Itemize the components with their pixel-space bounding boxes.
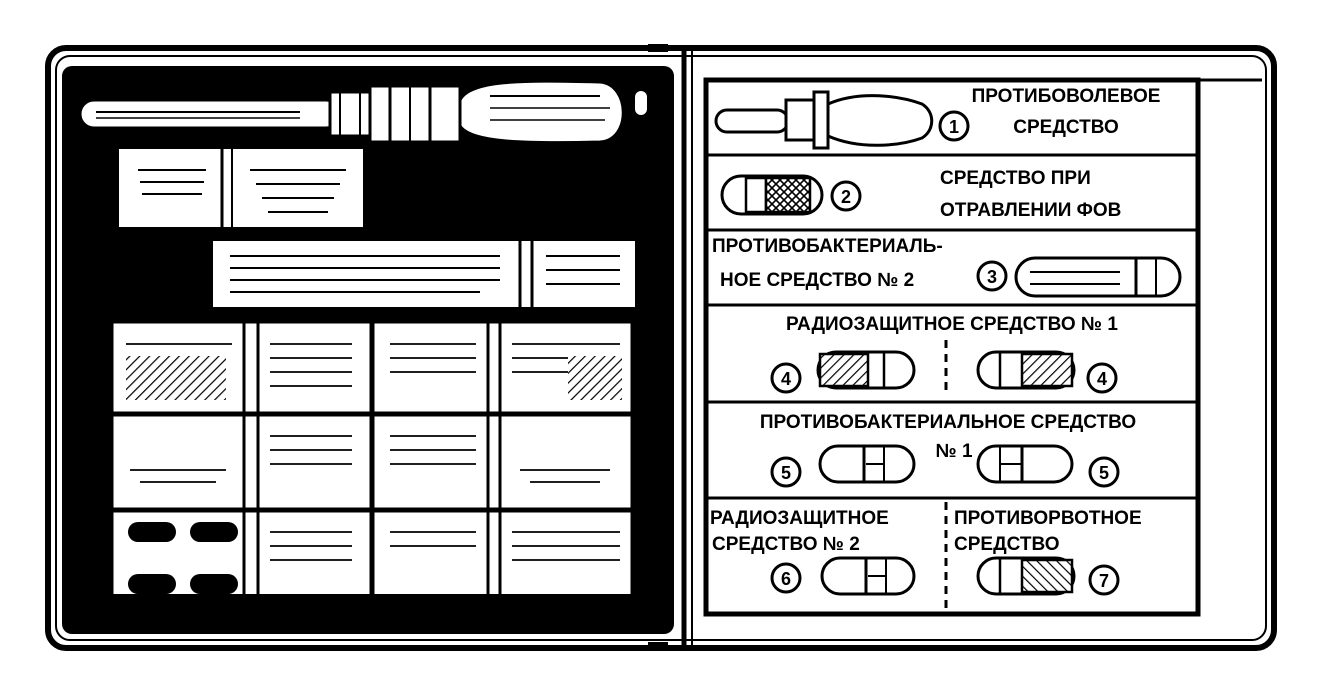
case-outline [45,44,1277,651]
legend-item-7: ПРОТИВОРВОТНОЕ СРЕДСТВО 7 [954,508,1142,596]
item-label: ПРОТИВОРВОТНОЕ [954,508,1142,529]
legend-item-1: 1 ПРОТИБОВОЛЕВОЕ СРЕДСТВО [714,86,1161,150]
number-badge [830,180,862,212]
legend-item-5: ПРОТИВОБАКТЕРИАЛЬНОЕ СРЕДСТВО № 1 5 5 [760,412,1136,488]
item-number: 7 [1099,571,1109,591]
number-badge [1088,456,1120,488]
item-number: 2 [841,187,851,207]
number-badge [976,260,1008,292]
item-label: ОТРАВЛЕНИИ ФОВ [940,200,1121,221]
capsule-plain-icon [976,444,1074,484]
capsule-crosshatch-icon [720,174,824,216]
capsule-plain-icon [818,444,916,484]
item-number: 3 [987,267,997,287]
item-label: СРЕДСТВО ПРИ [940,168,1091,189]
item-label: НОЕ СРЕДСТВО № 2 [720,270,914,291]
syringe-tube-item [78,79,649,145]
item-label: СРЕДСТВО [1013,117,1118,138]
item-label: ПРОТИБОВОЛЕВОЕ [972,86,1161,107]
box-item-b [211,239,637,309]
legend-item-4: РАДИОЗАЩИТНОЕ СРЕДСТВО № 1 4 4 [770,314,1118,394]
item-label: ПРОТИВОБАКТЕРИАЛЬ- [712,236,943,257]
syringe-tube-icon [714,90,934,150]
box-grid [110,320,634,614]
capsule-hatched-icon [976,556,1076,596]
kit-contents-left [62,66,674,634]
item-number: 4 [1097,369,1107,389]
item-label: РАДИОЗАЩИТНОЕ СРЕДСТВО № 1 [786,314,1118,335]
number-badge [770,456,802,488]
item-number: 5 [1099,463,1109,483]
number-badge [770,562,802,594]
legend-item-3: ПРОТИВОБАКТЕРИАЛЬ- НОЕ СРЕДСТВО № 2 3 [712,236,1182,298]
item-label: № 1 [935,441,972,462]
item-number: 6 [781,569,791,589]
number-badge [770,362,802,394]
item-label: РАДИОЗАЩИТНОЕ [710,508,889,529]
item-number: 4 [781,369,791,389]
number-badge [1086,362,1118,394]
legend-item-2: 2 СРЕДСТВО ПРИ ОТРАВЛЕНИИ ФОВ [720,168,1121,221]
box-item-a [117,147,365,229]
capsule-hatched-icon [976,350,1076,390]
item-label: СРЕДСТВО [954,534,1059,555]
legend-item-6: РАДИОЗАЩИТНОЕ СРЕДСТВО № 2 6 [710,508,916,596]
number-badge [938,110,970,142]
item-label: ПРОТИВОБАКТЕРИАЛЬНОЕ СРЕДСТВО [760,412,1136,433]
item-number: 5 [781,463,791,483]
number-badge [1088,564,1120,596]
item-label: СРЕДСТВО № 2 [712,534,860,555]
capsule-plain-icon [820,556,916,596]
item-number: 1 [949,117,959,137]
capsule-hatched-icon [816,350,916,390]
capsule-long-icon [1014,256,1182,298]
legend-panel: 1 ПРОТИБОВОЛЕВОЕ СРЕДСТВО 2 СРЕДСТВО ПРИ… [703,77,1262,617]
